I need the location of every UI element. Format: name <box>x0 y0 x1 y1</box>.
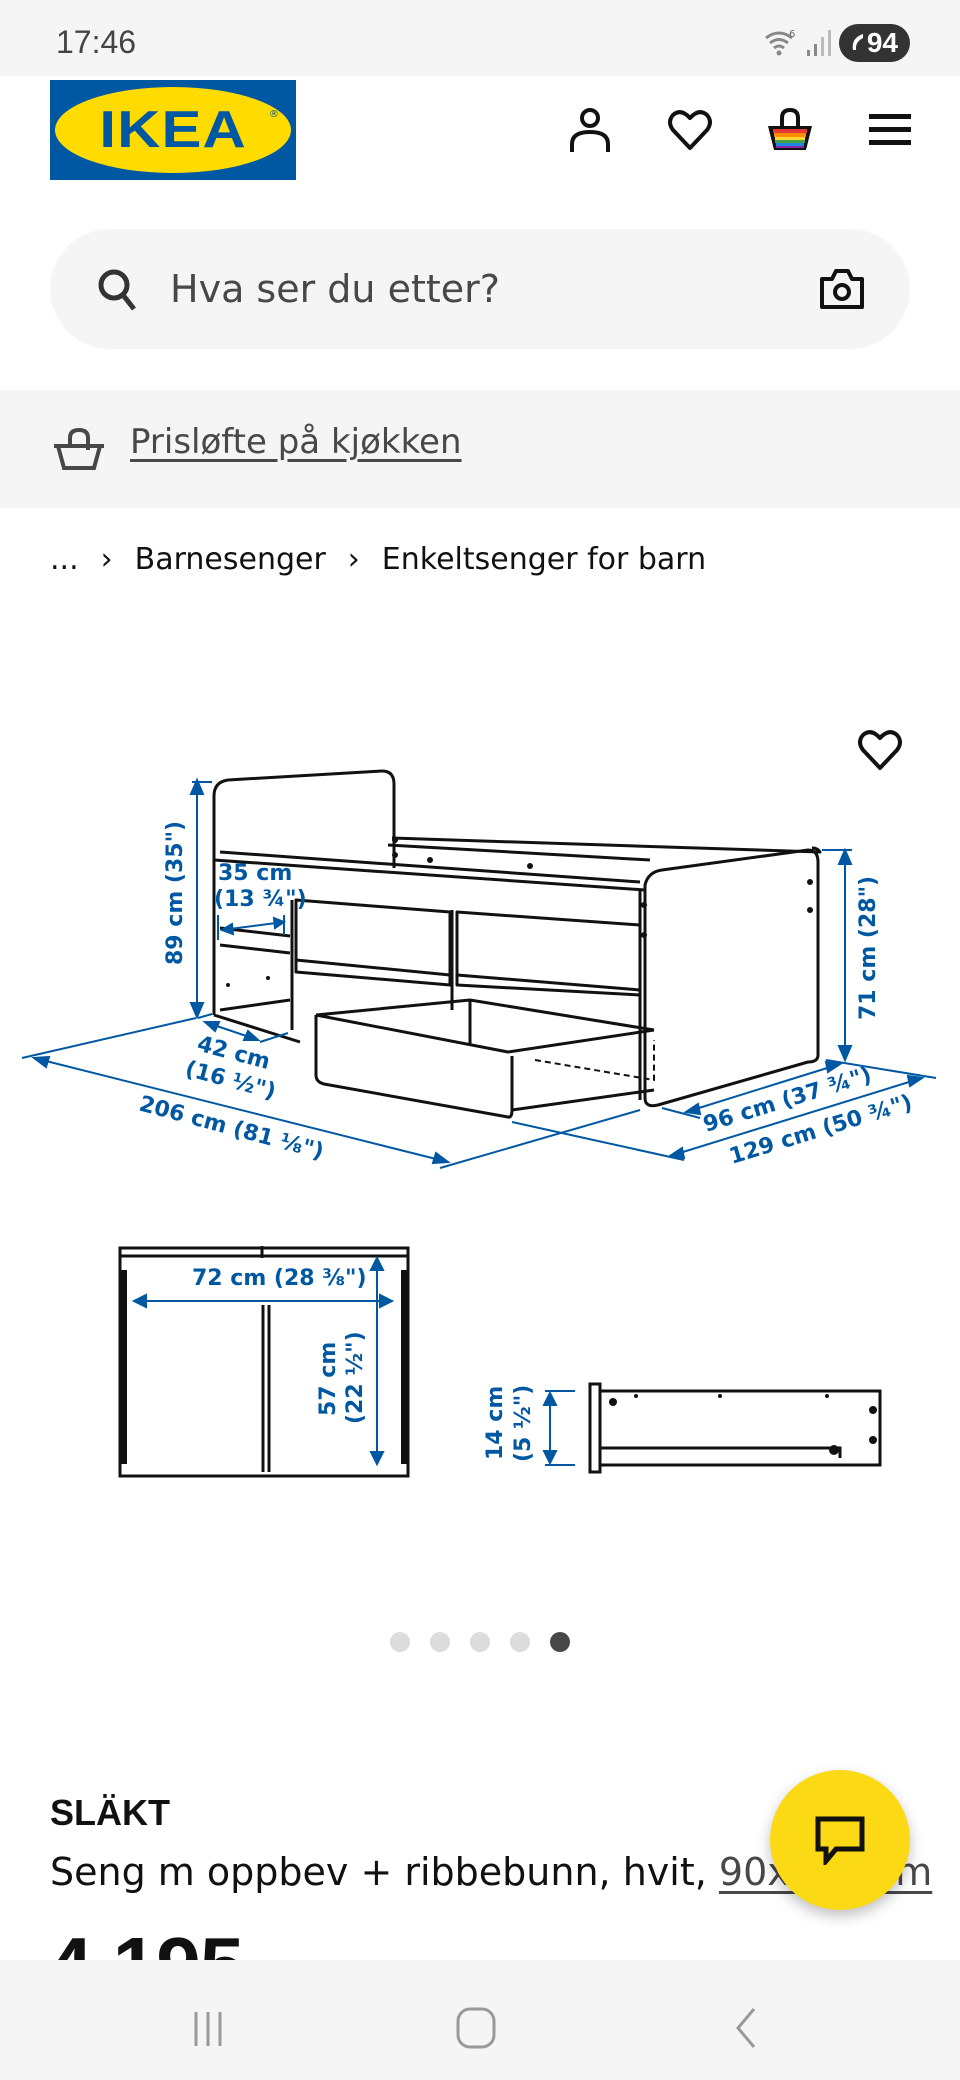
product-image-carousel[interactable]: 89 cm (35") 35 cm (13 ¾") 42 cm (16 ½") … <box>0 610 960 1610</box>
home-icon <box>456 2007 496 2049</box>
svg-text:(22 ½"): (22 ½") <box>343 1331 368 1424</box>
chat-button[interactable] <box>770 1770 910 1910</box>
carousel-dot-5-active[interactable] <box>550 1632 570 1652</box>
header-actions <box>560 100 920 160</box>
search-icon <box>98 269 136 311</box>
svg-text:89 cm (35"): 89 cm (35") <box>163 821 188 965</box>
breadcrumb-enkeltsenger[interactable]: Enkeltsenger for barn <box>381 542 707 577</box>
breadcrumb-ellipsis[interactable]: ... <box>50 542 79 577</box>
breadcrumb: ... › Barnesenger › Enkeltsenger for bar… <box>50 542 706 577</box>
dimension-drawing: 89 cm (35") 35 cm (13 ¾") 42 cm (16 ½") … <box>21 769 937 1478</box>
shopping-bag-icon <box>768 107 812 150</box>
account-icon <box>570 108 610 152</box>
menu-button[interactable] <box>860 100 920 160</box>
breadcrumb-barnesenger[interactable]: Barnesenger <box>134 542 326 577</box>
carousel-dot-4[interactable] <box>510 1632 530 1652</box>
basket-icon <box>54 427 104 470</box>
battery-level: 94 <box>866 27 898 58</box>
add-to-favorites-button[interactable] <box>850 720 910 780</box>
svg-text:(5 ½"): (5 ½") <box>511 1385 536 1462</box>
svg-text:14 cm: 14 cm <box>483 1386 508 1460</box>
product-name: SLÄKT <box>50 1792 170 1833</box>
back-icon <box>736 2008 756 2048</box>
camera-icon[interactable] <box>818 267 866 311</box>
svg-text:35 cm: 35 cm <box>218 861 292 886</box>
signal-icon <box>806 30 831 56</box>
favorites-heart-icon <box>668 110 712 150</box>
wifi-6-icon: 6 <box>764 29 795 56</box>
svg-text:71 cm (28"): 71 cm (28") <box>856 876 881 1020</box>
account-button[interactable] <box>560 100 620 160</box>
recent-apps-button[interactable] <box>168 1998 248 2058</box>
status-icons: 6 94 <box>763 24 910 62</box>
chat-bubble-icon <box>815 1816 865 1865</box>
favorites-button[interactable] <box>660 100 720 160</box>
promo-link[interactable]: Prisløfte på kjøkken <box>130 422 462 462</box>
home-button[interactable] <box>436 1998 516 2058</box>
carousel-indicators <box>0 1632 960 1652</box>
ikea-logo[interactable]: IKEA ® <box>50 80 296 180</box>
svg-text:72 cm (28 ⅜"): 72 cm (28 ⅜") <box>192 1266 367 1291</box>
system-nav-bar <box>0 1960 960 2080</box>
search-input[interactable] <box>170 259 790 319</box>
carousel-dot-2[interactable] <box>430 1632 450 1652</box>
battery-saver-icon <box>852 34 863 50</box>
status-bar: 17:46 6 94 <box>0 0 960 76</box>
battery-indicator: 94 <box>838 24 910 62</box>
logo-oval: IKEA ® <box>55 87 291 173</box>
logo-text: IKEA <box>99 101 247 159</box>
breadcrumb-separator: › <box>100 542 113 577</box>
recent-apps-icon <box>194 2012 222 2046</box>
status-time: 17:46 <box>56 24 137 60</box>
carousel-dot-1[interactable] <box>390 1632 410 1652</box>
back-button[interactable] <box>705 1998 785 2058</box>
menu-hamburger-icon <box>869 114 911 145</box>
svg-text:57 cm: 57 cm <box>316 1342 341 1416</box>
heart-icon <box>858 730 902 770</box>
search-bar[interactable] <box>50 229 910 349</box>
registered-mark: ® <box>269 109 279 120</box>
shopping-bag-button[interactable] <box>760 100 820 160</box>
svg-text:(13 ¾"): (13 ¾") <box>214 887 307 912</box>
promo-banner: Prisløfte på kjøkken <box>0 390 960 508</box>
svg-text:206 cm (81 ⅛"): 206 cm (81 ⅛") <box>136 1092 326 1165</box>
product-description-text: Seng m oppbev + ribbebunn, hvit, <box>50 1850 719 1894</box>
breadcrumb-separator: › <box>347 542 360 577</box>
site-header: IKEA ® <box>0 76 960 206</box>
carousel-dot-3[interactable] <box>470 1632 490 1652</box>
svg-text:6: 6 <box>789 29 795 40</box>
